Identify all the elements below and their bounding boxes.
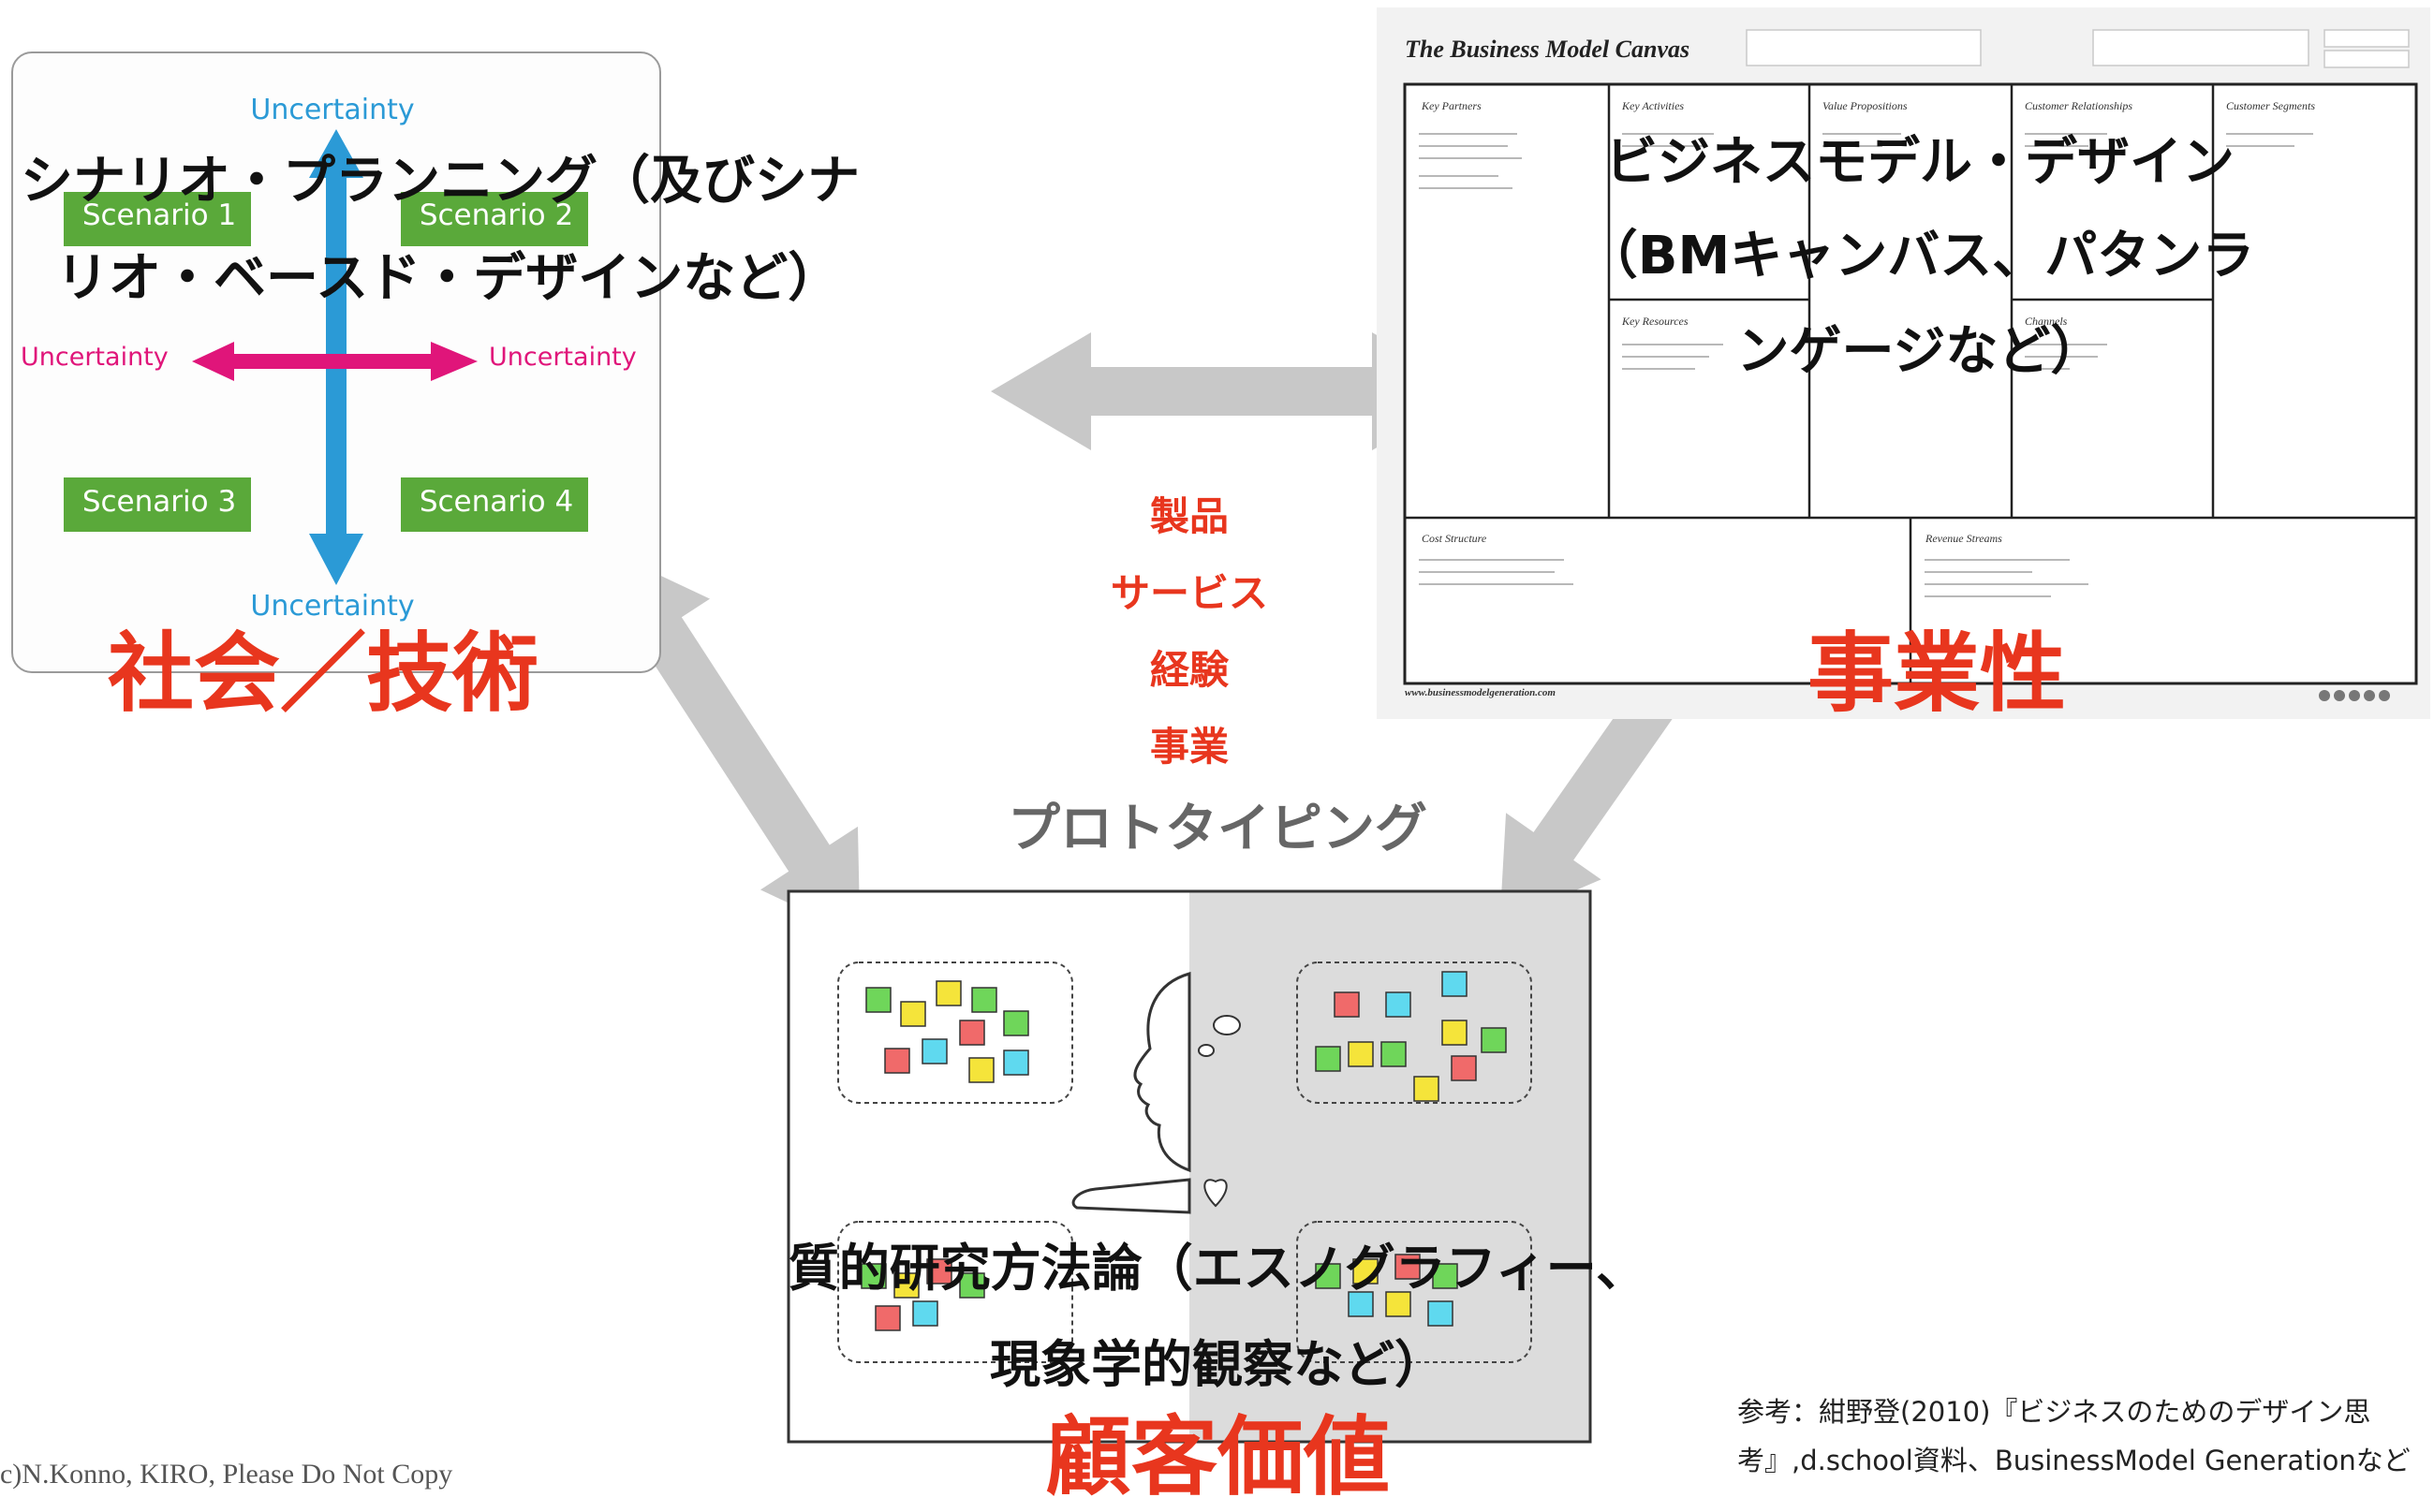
research-illustration: [787, 889, 1592, 1444]
bmc-block-channels: Channels: [2025, 315, 2068, 328]
center-item-service: サービス: [1110, 570, 1268, 616]
bmc-label: 事業性: [1807, 624, 2067, 724]
arrow-scenario-bmc: [991, 332, 1475, 450]
axis-label-bottom: Uncertainty: [250, 590, 415, 623]
bmc-block-revenue-streams: Revenue Streams: [1925, 532, 2002, 545]
bmc-canvas-title: The Business Model Canvas: [1405, 36, 1690, 63]
bmc-canvas: [1403, 29, 2418, 701]
scenario-4-label: Scenario 4: [419, 485, 574, 519]
bmc-block-key-resources: Key Resources: [1622, 315, 1689, 328]
reference-line1: 参考：紺野登(2010)『ビジネスのためのデザイン思: [1737, 1396, 2371, 1428]
axis-label-right: Uncertainty: [489, 343, 637, 372]
scenario-4-box: [401, 477, 588, 532]
axis-label-left: Uncertainty: [21, 343, 169, 372]
research-title-line1: 質的研究方法論（エスノグラフィー、: [788, 1239, 1647, 1298]
scenario-1-box: [64, 192, 251, 246]
scenario-3-label: Scenario 3: [81, 485, 237, 519]
scenario-title-line2: リオ・ベースド・デザインなど）: [56, 248, 841, 309]
prototyping-label: プロトタイピング: [1008, 799, 1427, 859]
reference-line2: 考』,d.school資料、BusinessModel Generationなど: [1737, 1445, 2411, 1476]
bmc-block-customer-relationships: Customer Relationships: [2025, 99, 2133, 112]
center-item-experience: 経験: [1149, 647, 1229, 693]
bmc-title-line1: ビジネスモデル・デザイン: [1605, 132, 2235, 193]
center-item-business: 事業: [1149, 724, 1229, 770]
research-label: 顧客価値: [1044, 1407, 1390, 1507]
scenario-title-line1: シナリオ・プランニング（及びシナ: [21, 151, 860, 212]
bmc-footer-url: www.businessmodelgeneration.com: [1405, 687, 1556, 698]
research-title-line2: 現象学的観察など）: [990, 1335, 1445, 1394]
arrow-scenario-research: [610, 551, 861, 937]
scenario-label: 社会／技術: [108, 624, 539, 724]
bmc-block-value-propositions: Value Propositions: [1822, 99, 1908, 112]
scenario-2-box: [401, 192, 588, 246]
bmc-block-key-partners: Key Partners: [1422, 99, 1482, 112]
bmc-block-customer-segments: Customer Segments: [2226, 99, 2315, 112]
bmc-title-line2: （BMキャンバス、パタンラ: [1585, 226, 2255, 286]
scenario-2-label: Scenario 2: [419, 198, 574, 232]
bmc-block-cost-structure: Cost Structure: [1422, 532, 1487, 545]
bmc-title-line3: ンゲージなど）: [1736, 321, 2103, 382]
copyright-text: (c)N.Konno, KIRO, Please Do Not Copy: [0, 1459, 453, 1490]
bmc-block-key-activities: Key Activities: [1622, 99, 1685, 112]
scenario-1-label: Scenario 1: [81, 198, 237, 232]
center-item-product: 製品: [1149, 493, 1229, 539]
scenario-3-box: [64, 477, 251, 532]
axis-label-top: Uncertainty: [250, 94, 415, 126]
scenario-matrix: [64, 129, 588, 585]
horizontal-axis: [192, 342, 478, 381]
